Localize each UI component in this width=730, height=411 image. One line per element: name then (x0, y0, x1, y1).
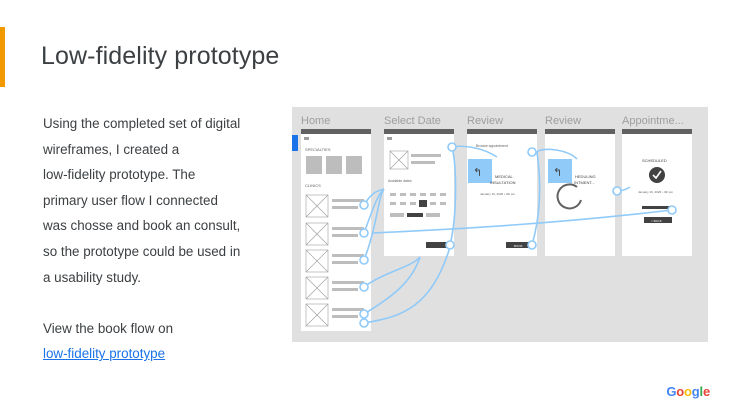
back-arrow-icon-2: ↰ (553, 166, 562, 179)
start-marker (292, 135, 298, 151)
review-screen-2: ↰ HEDULING INTMENT... (545, 129, 615, 256)
accent-bar (0, 27, 5, 87)
prototype-image: Home Select Date Review Review Appointme… (292, 107, 708, 342)
body-line: Using the completed set of digital (43, 116, 241, 131)
review1-service: MEDICAL (495, 174, 514, 179)
check-circle-icon (649, 167, 665, 183)
review1-datetime: January 16, 2026 • 4th pm (480, 192, 516, 196)
home-clinics-label: CLINICS (305, 183, 321, 188)
review-screen-1: Browse appointment ↰ MEDICAL INSULTATION… (467, 129, 537, 256)
flow-connectors (363, 145, 673, 324)
body-line: was chosse and book an consult, (43, 218, 241, 234)
appointment-screen: SCHEDULED January 16, 2026 • 4th pm < BA… (622, 129, 692, 256)
google-logo: Google (666, 384, 710, 399)
flow-hotspots (359, 142, 677, 328)
screen-label-home: Home (301, 115, 330, 127)
view-prefix: View the book flow on (43, 320, 174, 336)
review1-book-button: BOOK (514, 244, 523, 248)
screen-label-select-date: Select Date (384, 115, 441, 127)
loading-spinner-icon (556, 183, 582, 210)
home-screen: SPECIALTIES CLINICS (301, 129, 371, 331)
appointment-datetime: January 16, 2026 • 4th pm (638, 190, 674, 194)
home-specialties-label: SPECIALTIES (305, 147, 331, 152)
body-line: so the prototype could be used in (43, 243, 241, 259)
slide-title: Low-fidelity prototype (41, 42, 280, 70)
body-line: low-fidelity prototype. The (43, 167, 196, 183)
review2-service-2: INTMENT... (574, 180, 595, 185)
review1-heading: Browse appointment (476, 144, 508, 148)
select-date-screen: Available dates (384, 129, 454, 256)
review2-service: HEDULING (575, 174, 596, 179)
appointment-status: SCHEDULED (642, 158, 667, 163)
screen-label-review-2: Review (545, 115, 581, 127)
screen-label-review: Review (467, 115, 503, 127)
review1-service-2: INSULTATION (490, 180, 516, 185)
check-icon (652, 170, 662, 180)
body-line: wireframes, I created a (43, 141, 180, 157)
select-date-available-label: Available dates (388, 179, 412, 183)
back-arrow-icon: ↰ (473, 166, 482, 179)
prototype-link[interactable]: low-fidelity prototype (43, 346, 166, 362)
body-line: primary user flow I connected (43, 192, 218, 208)
screen-label-appointment: Appointme... (622, 115, 684, 127)
appointment-back-button: < BACK (651, 219, 662, 223)
body-line: a usability study. (43, 269, 141, 285)
body-text: Using the completed set of digital wiref… (43, 111, 278, 367)
prototype-flow-diagram: Home Select Date Review Review Appointme… (292, 115, 692, 331)
